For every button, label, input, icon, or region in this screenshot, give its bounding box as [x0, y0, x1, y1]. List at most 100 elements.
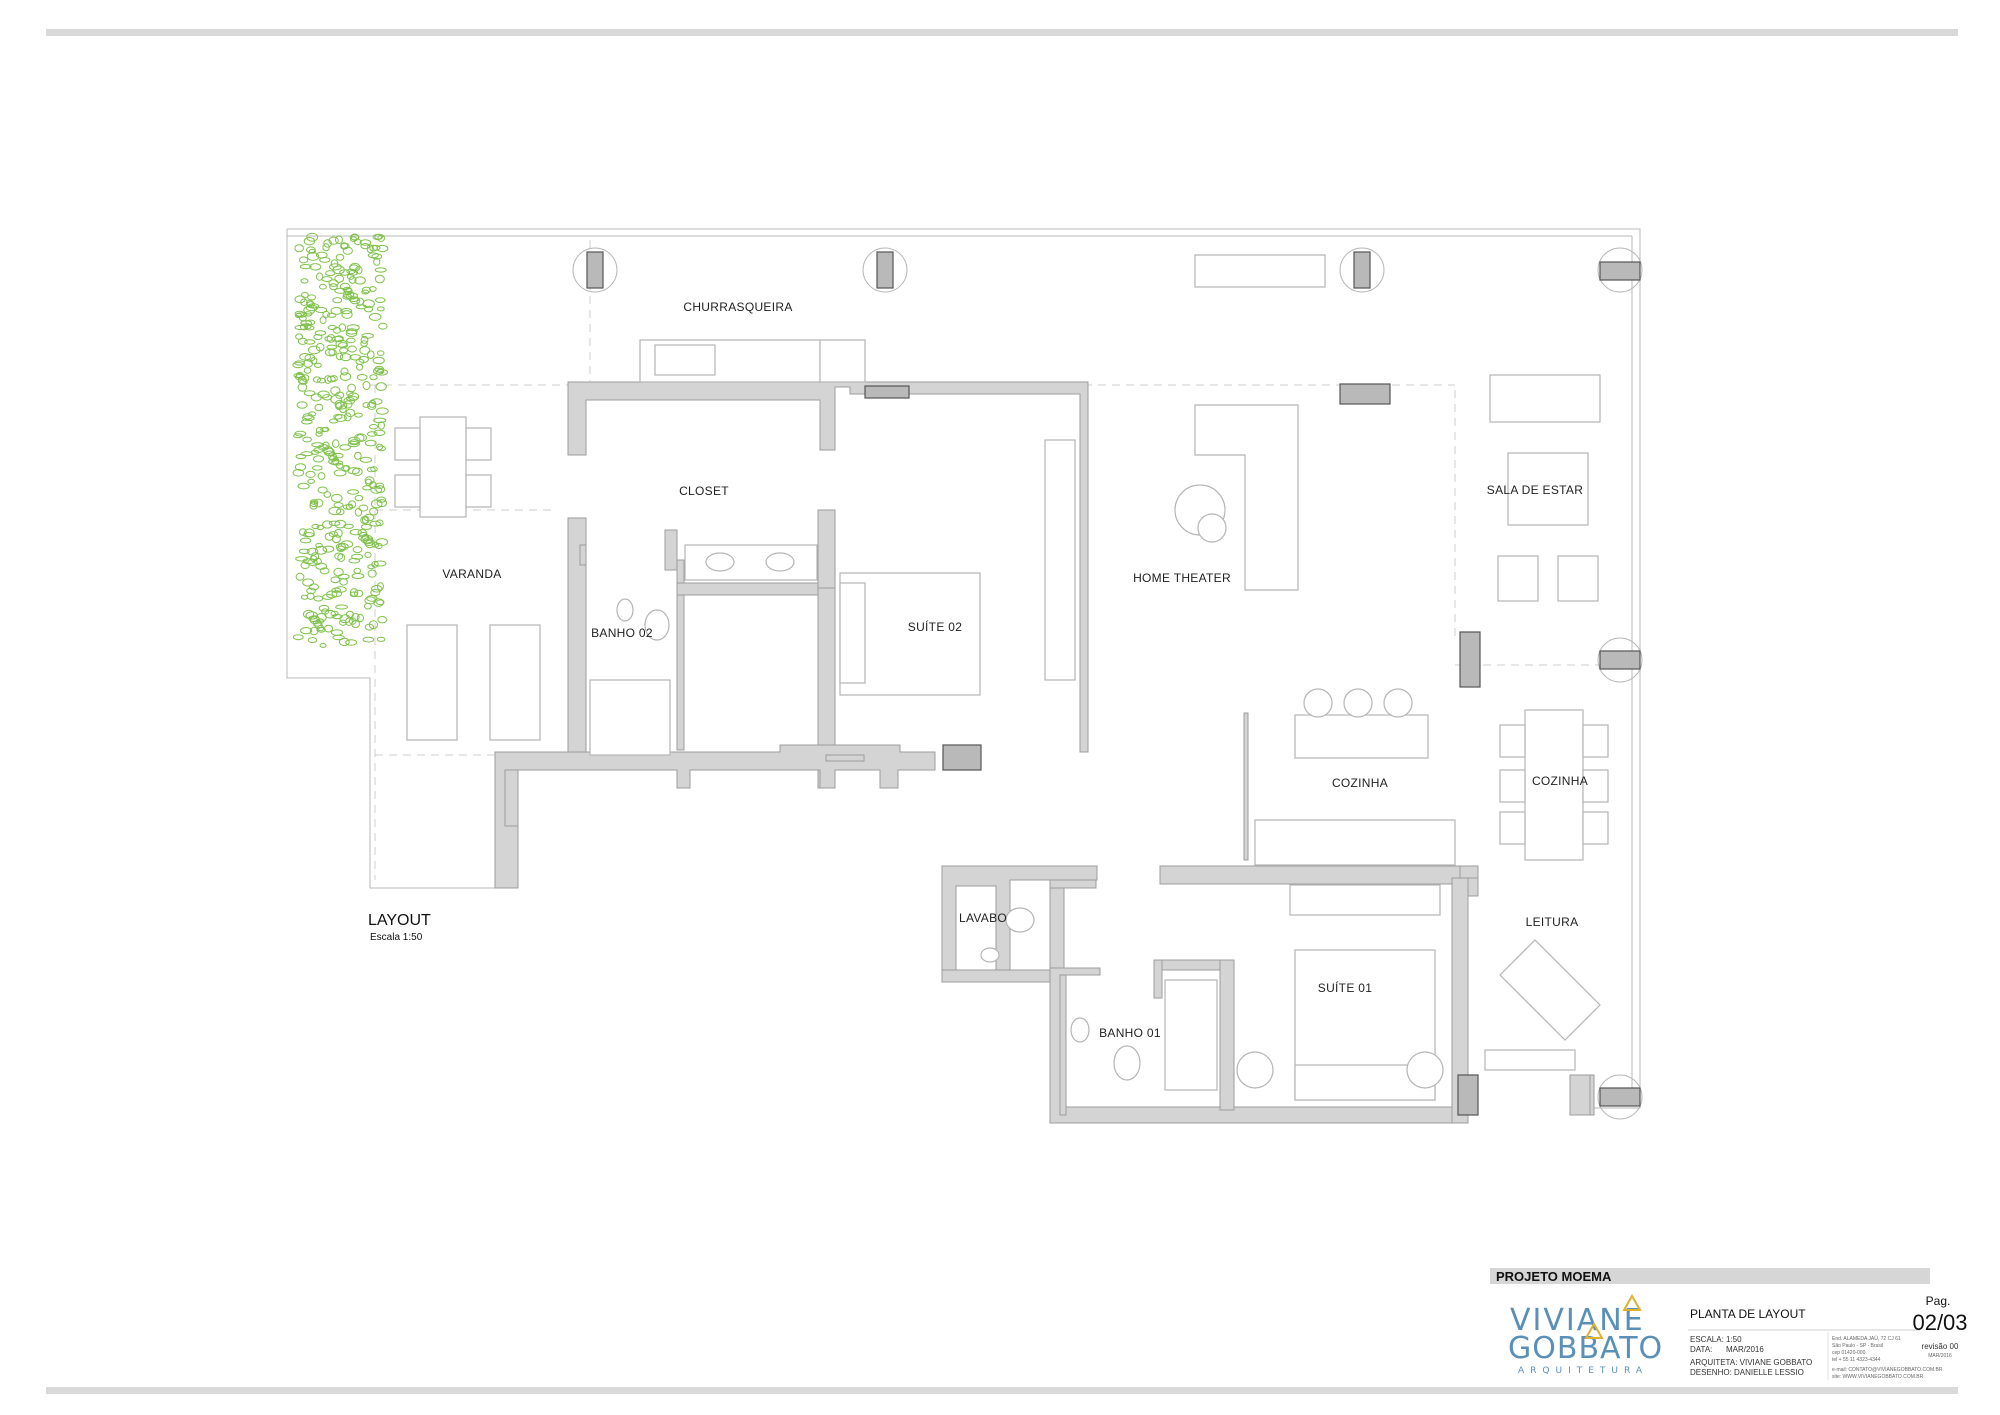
plant-leaf — [307, 345, 321, 355]
plant-leaf — [361, 515, 370, 524]
plant-leaf — [319, 283, 327, 290]
plant-leaf — [311, 523, 320, 530]
plant-leaf — [376, 443, 384, 451]
plant-leaf — [305, 611, 319, 620]
plant-leaf — [351, 553, 364, 560]
plant-leaf — [303, 390, 316, 397]
room-label-home-theater: HOME THEATER — [1133, 571, 1231, 585]
plant-leaf — [326, 334, 336, 343]
plant-leaf — [312, 376, 322, 383]
sheet-title: PLANTA DE LAYOUT — [1690, 1307, 1806, 1321]
room-label-sala-de-estar: SALA DE ESTAR — [1487, 483, 1583, 497]
plant-leaf — [314, 403, 324, 412]
plant-leaf — [319, 316, 327, 325]
plant-leaf — [354, 433, 368, 443]
plant-leaf — [307, 637, 318, 644]
plant-leaf — [295, 572, 305, 581]
plant-leaf — [357, 529, 367, 537]
plant-leaf — [367, 252, 379, 259]
plant-leaf — [352, 546, 363, 554]
room-label-churrasqueira: CHURRASQUEIRA — [683, 300, 792, 314]
plant-leaf — [332, 634, 345, 641]
plant-leaf — [373, 598, 384, 607]
revision-date: MAR/2016 — [1928, 1353, 1952, 1359]
plant-leaf — [334, 274, 345, 283]
plant-leaf — [369, 520, 381, 527]
plant-leaf — [309, 500, 319, 508]
plant-leaf — [302, 578, 315, 587]
plant-leaf — [343, 465, 351, 472]
plant-leaf — [369, 507, 379, 516]
room-labels: CHURRASQUEIRA CLOSET VARANDA BANHO 02 SU… — [442, 300, 1587, 1040]
plant-leaf — [345, 408, 356, 418]
plant-leaf — [306, 587, 316, 595]
plant-leaf — [333, 502, 344, 508]
plant-leaf — [345, 503, 354, 510]
plant-leaf — [369, 481, 377, 490]
walls — [494, 381, 1595, 1124]
plant-leaf — [362, 299, 375, 309]
plant-leaf — [315, 431, 323, 437]
plant-leaf — [341, 310, 353, 319]
plant-leaf — [368, 312, 382, 321]
drafter: DESENHO: DANIELLE LESSIO — [1690, 1368, 1804, 1377]
plant-leaf — [375, 382, 387, 391]
plant-leaf — [299, 353, 312, 361]
plant-leaf — [347, 383, 357, 393]
plant-leaf — [345, 328, 358, 335]
plant-leaf — [301, 291, 309, 299]
plant-leaf — [355, 265, 363, 275]
plant-leaf — [309, 263, 322, 271]
layout-title: LAYOUT — [368, 912, 431, 929]
plant-leaf — [319, 567, 330, 575]
plant-leaf — [308, 583, 319, 591]
plant-leaf — [364, 623, 375, 631]
plant-leaf — [301, 415, 315, 422]
plant-leaf — [347, 441, 360, 448]
plant-leaf — [315, 542, 323, 548]
plant-leaf — [299, 264, 312, 270]
plant-leaf — [304, 339, 316, 345]
plant-leaf — [322, 310, 331, 318]
plant-leaf — [334, 552, 344, 560]
plant-leaf — [331, 493, 343, 503]
plant-leaf — [317, 472, 326, 480]
plant-leaf — [370, 499, 383, 509]
plant-leaf — [370, 589, 381, 596]
plant-leaf — [315, 272, 324, 281]
plant-leaf — [300, 278, 309, 284]
plant-leaf — [360, 523, 372, 530]
top-frame-bar — [46, 29, 1958, 36]
plant-leaf — [347, 489, 360, 495]
plant-leaf — [308, 248, 316, 254]
plant-leaf — [316, 524, 324, 531]
room-label-banho-01: BANHO 01 — [1099, 1026, 1161, 1040]
plant-leaf — [298, 548, 310, 554]
plant-leaf — [324, 336, 333, 342]
plant-leaf — [369, 374, 378, 381]
plant-leaf — [356, 613, 364, 623]
plant-leaf — [317, 486, 328, 494]
plant-leaf — [378, 322, 388, 330]
plant-leaf — [340, 540, 354, 549]
plant-leaf — [374, 274, 385, 284]
plant-leaf — [375, 538, 389, 546]
plant-leaf — [297, 482, 310, 490]
plant-leaf — [294, 325, 307, 330]
plant-leaf — [293, 373, 305, 378]
plant-leaf — [375, 369, 389, 376]
plant-leaf — [314, 545, 328, 555]
plant-leaf — [351, 573, 365, 579]
room-label-suite-02: SUÍTE 02 — [908, 619, 962, 634]
plant-leaf — [305, 470, 316, 478]
logo-accent-triangle-icon-2 — [1584, 1321, 1604, 1339]
plant-leaf — [329, 283, 338, 291]
plant-leaf — [307, 478, 316, 484]
plant-leaf — [354, 451, 362, 460]
plant-leaf — [301, 374, 310, 382]
address-3: cep 01420-000 — [1832, 1350, 1866, 1356]
plant-leaf — [354, 508, 363, 517]
plant-leaf — [368, 399, 377, 408]
columns — [572, 247, 1643, 1120]
plant-leaf — [335, 401, 348, 410]
